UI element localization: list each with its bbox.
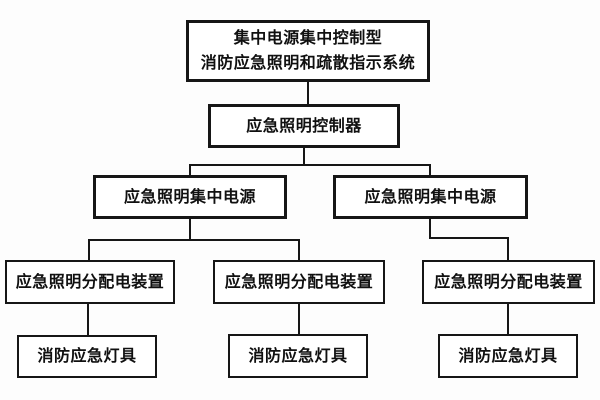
node-lamp-mid: 消防应急灯具 (228, 334, 368, 378)
node-lamp-right: 消防应急灯具 (438, 334, 578, 378)
node-dist-right: 应急照明分配电装置 (422, 260, 595, 304)
edge-power-left-dist-mid (189, 218, 300, 260)
node-dist-mid: 应急照明分配电装置 (213, 260, 385, 304)
edge-power-left-dist-left (88, 218, 191, 260)
node-dist-left: 应急照明分配电装置 (5, 260, 175, 304)
node-power-right: 应急照明集中电源 (333, 175, 528, 219)
node-system: 集中电源集中控制型 消防应急照明和疏散指示系统 (186, 20, 430, 82)
edge-controller-power-left (189, 147, 305, 175)
edge-controller-power-right (303, 147, 431, 175)
edge-power-right-dist-right (429, 218, 509, 260)
node-power-left: 应急照明集中电源 (93, 175, 287, 219)
node-lamp-left: 消防应急灯具 (17, 335, 157, 378)
node-controller: 应急照明控制器 (208, 104, 400, 148)
